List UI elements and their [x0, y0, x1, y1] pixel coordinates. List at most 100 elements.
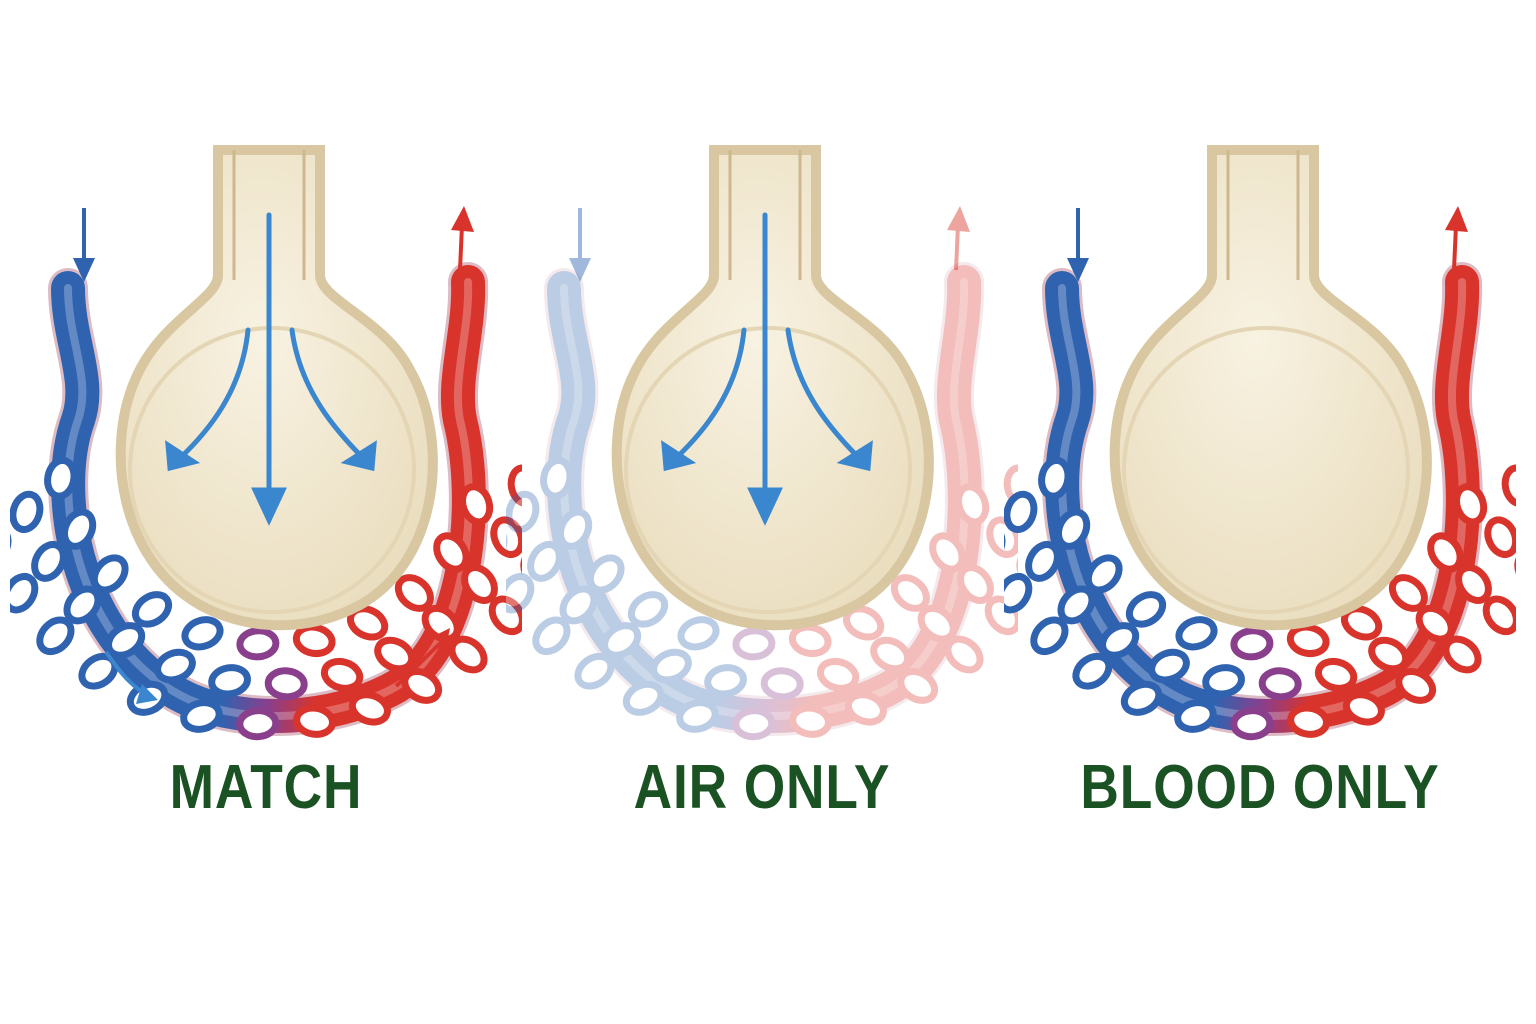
capillary-hole: [394, 574, 434, 612]
panel-air-only: AIR ONLY: [506, 0, 1018, 1024]
air-arrow-right: [289, 327, 368, 463]
capillary-hole: [1038, 456, 1072, 500]
capillary-hole: [1287, 704, 1331, 738]
arrowhead-icon: [340, 440, 377, 472]
capillary-hole: [506, 572, 535, 614]
capillary-hole: [1342, 691, 1385, 726]
bottom-flow-arrows: [104, 628, 450, 704]
capillary-hole: [10, 572, 39, 614]
capillary-hole: [890, 574, 930, 612]
capillary-hole: [507, 464, 522, 508]
capillary-network: [10, 262, 522, 741]
capillary-hole: [1258, 667, 1302, 701]
capillary-hole: [1148, 648, 1190, 684]
capillary-hole: [1314, 657, 1358, 692]
arrowhead-icon: [1445, 206, 1468, 232]
capillary-hole: [957, 564, 994, 604]
capillary-hole: [944, 635, 984, 674]
capillary-hole: [1004, 524, 1006, 567]
capillary-hole: [63, 585, 102, 625]
capillary-hole: [732, 707, 776, 741]
capillary-hole: [1453, 483, 1488, 526]
capillary-hole: [917, 604, 957, 643]
capillary-hole: [788, 623, 832, 658]
capillary-hole: [586, 554, 625, 594]
capillary-vessel: [1045, 265, 1480, 733]
capillary-hole: [1004, 490, 1038, 534]
blood-flow-arrows: [569, 206, 970, 282]
capillary-hole: [844, 691, 887, 726]
duct-inner-wall: [1226, 150, 1300, 280]
vessel-highlight: [64, 278, 473, 720]
air-arrow-left: [671, 327, 747, 463]
air-arrow-left: [175, 327, 251, 463]
capillary-hole: [448, 635, 488, 674]
capillary-hole: [1230, 627, 1274, 661]
capillary-hole: [36, 616, 75, 656]
capillary-hole: [1004, 572, 1033, 614]
arrowhead-icon: [747, 487, 783, 526]
vessel-highlight: [560, 278, 969, 720]
sac-inner-wall: [128, 326, 416, 614]
capillary-hole: [348, 691, 391, 726]
alveolus: [115, 145, 438, 631]
capillary-hole: [897, 667, 939, 704]
capillary-network: [1004, 262, 1516, 741]
arrowhead-icon: [569, 258, 591, 282]
capillary-network: [506, 262, 1018, 741]
blood-out-arrow: [954, 224, 960, 271]
capillary-hole: [180, 699, 223, 733]
air-flow-arrows: [661, 212, 873, 526]
capillary-hole: [1174, 699, 1217, 733]
capillary-hole: [181, 616, 224, 651]
capillary-vessel: [547, 265, 982, 733]
capillary-hole: [532, 616, 571, 656]
capillary-hole: [506, 524, 508, 567]
arrowhead-icon: [451, 206, 474, 232]
capillary-hole: [10, 524, 12, 567]
arrowhead-icon: [136, 684, 158, 704]
capillary-hole: [1055, 508, 1091, 550]
capillary-hole: [1230, 707, 1274, 741]
panel-label-match: MATCH: [169, 753, 363, 822]
capillary-mesh: [1004, 456, 1516, 741]
duct-inner-wall: [728, 150, 802, 280]
alveolus: [1109, 145, 1432, 631]
capillary-hole: [627, 591, 669, 628]
blood-out-arrow: [458, 224, 464, 271]
capillary-hole: [1072, 652, 1113, 690]
capillary-hole: [650, 648, 692, 684]
capillary-hole: [44, 456, 78, 500]
capillary-hole: [1388, 574, 1428, 612]
capillary-hole: [1202, 664, 1245, 698]
arrowhead-icon: [73, 258, 95, 282]
alveolar-sac: [1109, 145, 1432, 631]
arrowhead-icon: [836, 440, 873, 472]
capillary-hole: [10, 490, 44, 534]
capillary-hole: [789, 704, 833, 738]
alveolar-sac: [611, 145, 934, 631]
duct-inner-wall: [232, 150, 306, 280]
capillary-vessel: [51, 265, 486, 733]
capillary-hole: [1030, 616, 1069, 656]
capillary-hole: [1501, 464, 1516, 508]
capillary-hole: [704, 664, 747, 698]
capillary-hole: [559, 585, 598, 625]
capillary-hole: [1084, 554, 1123, 594]
capillary-hole: [1125, 591, 1167, 628]
capillary-hole: [677, 616, 720, 651]
capillary-hole: [842, 605, 885, 641]
arrowhead-icon: [165, 440, 201, 472]
capillary-hole: [459, 483, 494, 526]
arrowhead-icon: [434, 628, 450, 648]
panel-label-blood-only: BLOOD ONLY: [1080, 753, 1440, 822]
alveolus-illustration-air-only: [506, 145, 1018, 741]
capillary-hole: [929, 532, 966, 573]
capillary-hole: [154, 648, 196, 684]
capillary-hole: [955, 483, 990, 526]
alveolus-illustration-match: [10, 145, 522, 741]
capillary-hole: [433, 532, 470, 573]
capillary-hole: [374, 636, 416, 673]
capillary-hole: [488, 595, 522, 636]
